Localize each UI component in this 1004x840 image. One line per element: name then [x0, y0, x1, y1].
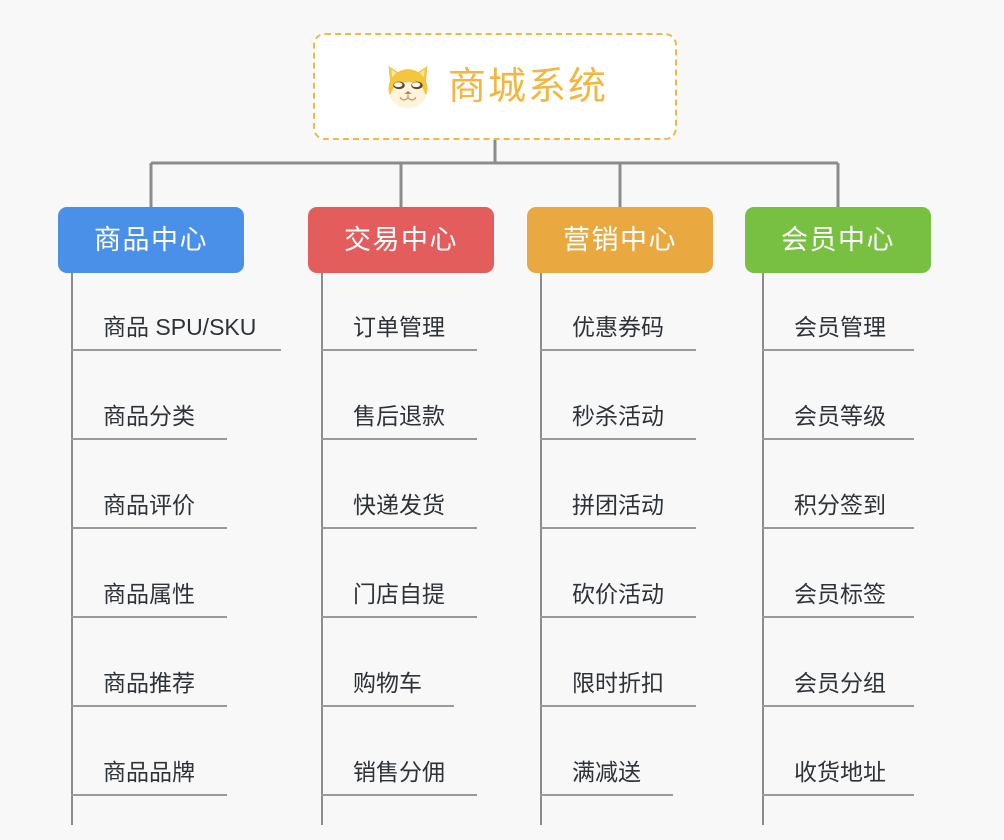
list-item[interactable]: 秒杀活动 [540, 351, 696, 440]
leaf-underline [762, 527, 914, 529]
leaf-underline [762, 705, 914, 707]
leaf-underline [321, 438, 477, 440]
leaf-underline [540, 438, 696, 440]
leaf-underline [762, 438, 914, 440]
leaf-label: 拼团活动 [572, 492, 664, 518]
category-box-trade-center[interactable]: 交易中心 [308, 207, 494, 273]
leaf-underline [71, 527, 227, 529]
leaf-underline [540, 794, 673, 796]
leaf-underline [71, 705, 227, 707]
leaf-label: 快递发货 [353, 492, 445, 518]
leaf-label: 优惠券码 [572, 314, 664, 340]
list-item[interactable]: 会员等级 [762, 351, 914, 440]
category-label-trade-center: 交易中心 [344, 224, 458, 255]
leaf-underline [540, 527, 696, 529]
category-label-product-center: 商品中心 [94, 224, 208, 255]
leaf-label: 商品推荐 [103, 670, 195, 696]
list-item[interactable]: 快递发货 [321, 440, 477, 529]
list-item[interactable]: 销售分佣 [321, 707, 477, 796]
leaf-label: 秒杀活动 [572, 403, 664, 429]
spine-trade-center [321, 273, 323, 825]
leaf-underline [762, 349, 914, 351]
leaf-label: 售后退款 [353, 403, 445, 429]
leaf-label: 会员标签 [794, 581, 886, 607]
list-item[interactable]: 购物车 [321, 618, 454, 707]
leaf-underline [762, 794, 914, 796]
list-item[interactable]: 售后退款 [321, 351, 477, 440]
leaf-underline [71, 349, 281, 351]
list-item[interactable]: 商品 SPU/SKU [71, 262, 281, 351]
leaf-underline [540, 705, 696, 707]
list-item[interactable]: 会员管理 [762, 262, 914, 351]
leaf-label: 商品属性 [103, 581, 195, 607]
list-item[interactable]: 商品品牌 [71, 707, 227, 796]
leaf-label: 收货地址 [794, 759, 886, 785]
list-item[interactable]: 订单管理 [321, 262, 477, 351]
leaf-label: 限时折扣 [572, 670, 664, 696]
shiba-dog-icon [388, 65, 428, 108]
leaf-label: 购物车 [353, 670, 422, 696]
list-item[interactable]: 砍价活动 [540, 529, 696, 618]
leaf-label: 门店自提 [353, 581, 445, 607]
list-item[interactable]: 优惠券码 [540, 262, 696, 351]
leaf-label: 积分签到 [794, 492, 886, 518]
category-box-marketing-center[interactable]: 营销中心 [527, 207, 713, 273]
leaf-underline [321, 349, 477, 351]
leaf-underline [71, 438, 227, 440]
list-item[interactable]: 积分签到 [762, 440, 914, 529]
leaf-label: 商品品牌 [103, 759, 195, 785]
category-label-marketing-center: 营销中心 [563, 224, 677, 255]
list-item[interactable]: 商品分类 [71, 351, 227, 440]
leaf-underline [540, 349, 696, 351]
leaf-underline [321, 794, 477, 796]
leaf-underline [762, 616, 914, 618]
list-item[interactable]: 会员标签 [762, 529, 914, 618]
leaf-label: 销售分佣 [353, 759, 445, 785]
leaf-label: 订单管理 [353, 314, 445, 340]
leaf-label: 砍价活动 [572, 581, 664, 607]
list-item[interactable]: 收货地址 [762, 707, 914, 796]
list-item[interactable]: 商品推荐 [71, 618, 227, 707]
root-node[interactable]: 商城系统 [313, 33, 677, 140]
list-item[interactable]: 门店自提 [321, 529, 477, 618]
leaf-underline [71, 616, 227, 618]
leaf-label: 满减送 [572, 759, 641, 785]
leaf-underline [71, 794, 227, 796]
spine-member-center [762, 273, 764, 825]
leaf-underline [321, 705, 454, 707]
category-box-member-center[interactable]: 会员中心 [745, 207, 931, 273]
list-item[interactable]: 会员分组 [762, 618, 914, 707]
list-item[interactable]: 满减送 [540, 707, 673, 796]
leaf-label: 会员等级 [794, 403, 886, 429]
list-item[interactable]: 商品属性 [71, 529, 227, 618]
leaf-label: 商品分类 [103, 403, 195, 429]
leaf-underline [321, 527, 477, 529]
leaf-label: 商品评价 [103, 492, 195, 518]
spine-product-center [71, 273, 73, 825]
leaf-label: 商品 SPU/SKU [103, 314, 257, 340]
leaf-label: 会员管理 [794, 314, 886, 340]
root-title: 商城系统 [447, 65, 608, 108]
list-item[interactable]: 拼团活动 [540, 440, 696, 529]
leaf-label: 会员分组 [794, 670, 886, 696]
list-item[interactable]: 商品评价 [71, 440, 227, 529]
leaf-underline [540, 616, 696, 618]
leaf-underline [321, 616, 477, 618]
list-item[interactable]: 限时折扣 [540, 618, 696, 707]
spine-marketing-center [540, 273, 542, 825]
category-label-member-center: 会员中心 [781, 224, 895, 255]
category-box-product-center[interactable]: 商品中心 [58, 207, 244, 273]
